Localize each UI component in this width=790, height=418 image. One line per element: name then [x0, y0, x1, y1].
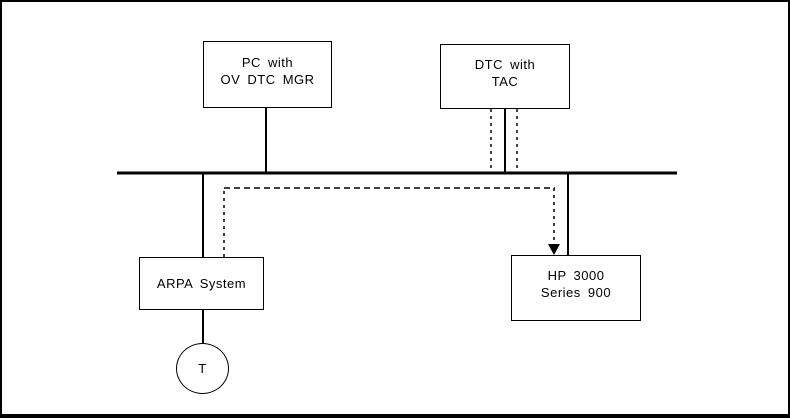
node-hp3000-series900: HP 3000 Series 900	[511, 255, 641, 321]
node-hp-label-line2: Series 900	[540, 285, 612, 300]
node-dtc-label-line2: TAC	[491, 73, 519, 89]
node-terminal-label: T	[198, 361, 207, 376]
node-hp-label-line1: HP 3000	[547, 268, 605, 283]
node-pc-label-line2: OV DTC MGR	[220, 71, 315, 87]
node-arpa-system: ARPA System	[139, 257, 264, 310]
node-dtc-tac: DTC with TAC	[440, 44, 570, 109]
node-pc-ov-dtc-mgr: PC with OV DTC MGR	[203, 41, 332, 108]
node-arpa-label: ARPA System	[156, 276, 247, 291]
node-pc-label-line1: PC with	[241, 54, 294, 70]
arrow-down-icon	[548, 244, 560, 255]
node-terminal: T	[176, 343, 229, 394]
node-dtc-label-line1: DTC with	[474, 56, 536, 72]
